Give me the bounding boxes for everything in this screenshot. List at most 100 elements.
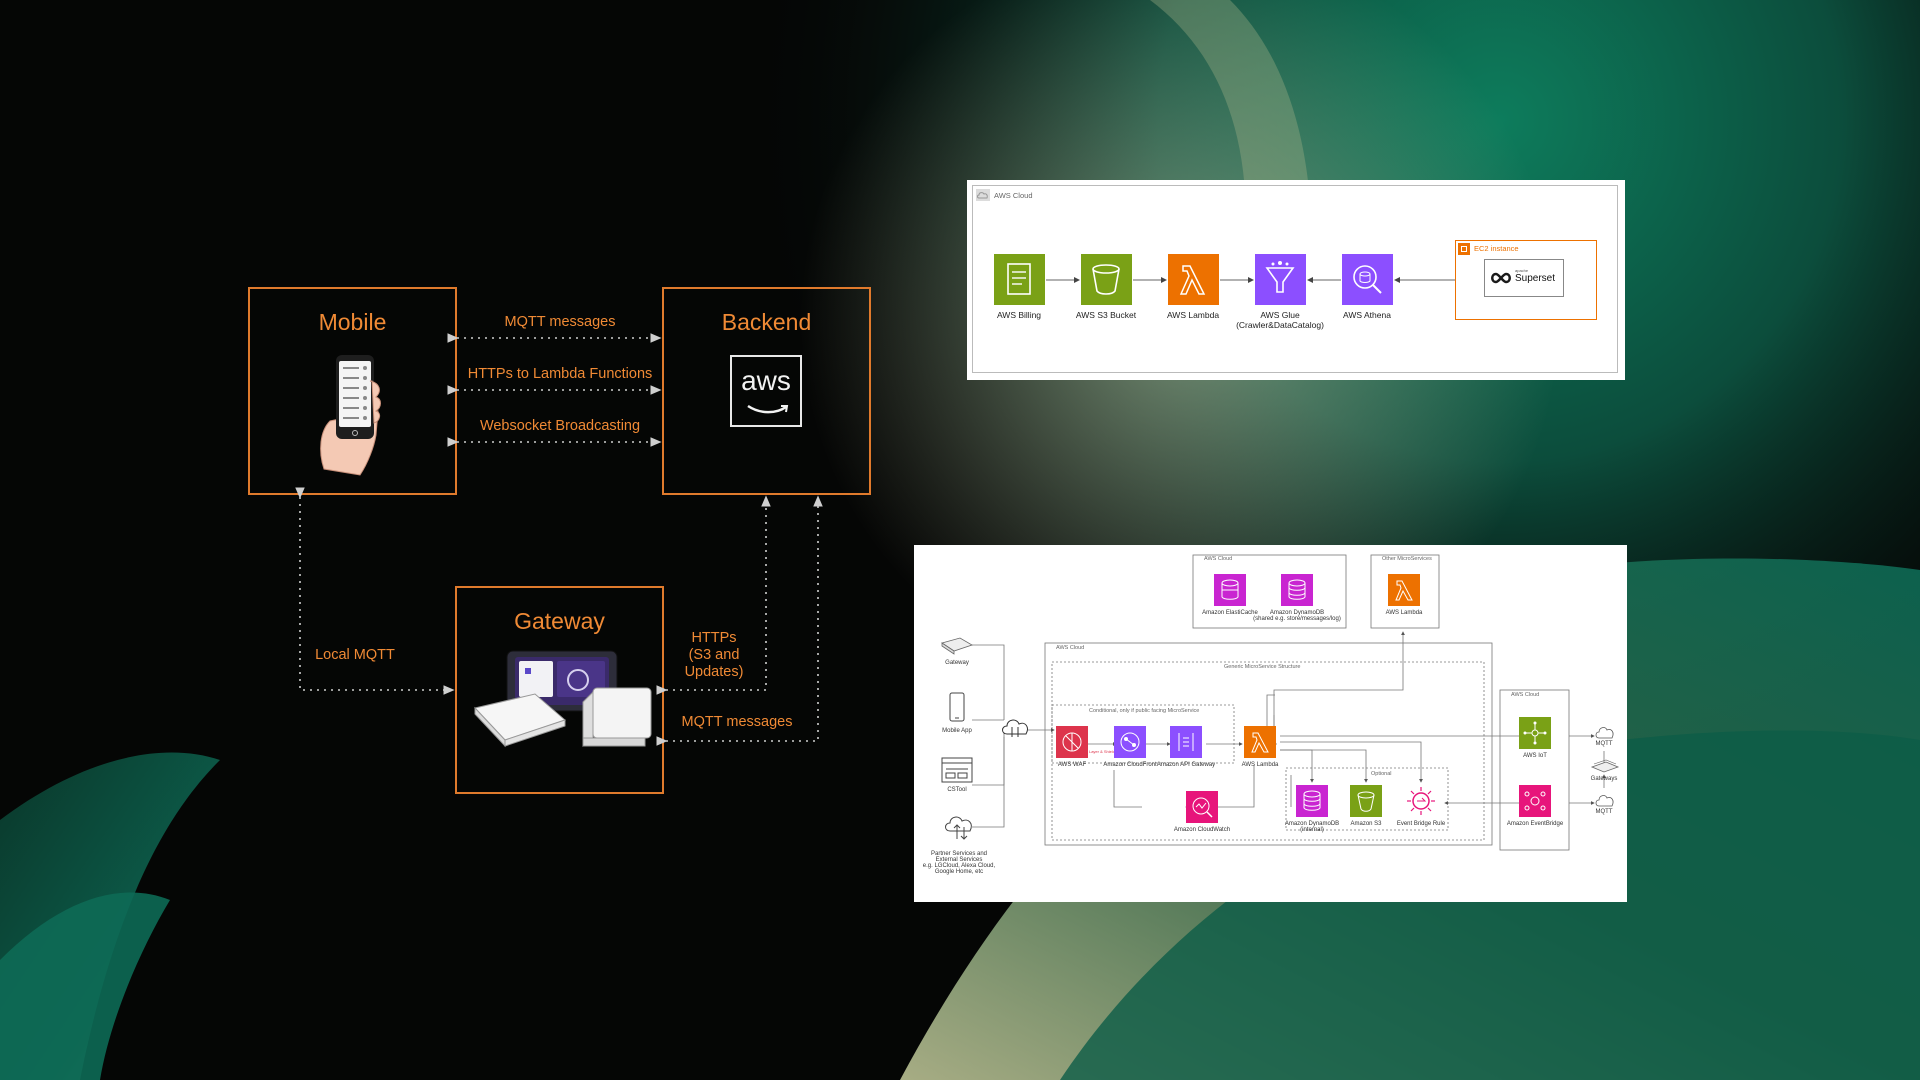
cloudwatch-icon: [1186, 791, 1218, 823]
gateway-device-icon: [941, 637, 973, 655]
dynamodb-shared-icon: [1281, 574, 1313, 606]
api-gateway-icon: [1170, 726, 1202, 758]
athena-label: AWS Athena: [1343, 310, 1391, 320]
s3-icon: [1350, 785, 1382, 817]
superset-text: Superset: [1515, 273, 1556, 284]
generic-structure-group: [1051, 661, 1485, 841]
dynamodb-internal-sublabel: (internal): [1300, 827, 1324, 833]
microservice-connectors: [972, 554, 1606, 851]
mobile-app-icon: [949, 692, 965, 722]
cloud-icon: [976, 189, 990, 201]
generic-structure-label: Generic MicroService Structure: [1224, 664, 1301, 670]
api-gateway-label: Amazon API Gateway: [1156, 762, 1216, 768]
lambda-main-label: AWS Lambda: [1241, 762, 1279, 768]
partner-label-3: e.g. LGCloud, Alexa Cloud,: [922, 863, 996, 869]
aws-logo-text: aws: [741, 365, 791, 396]
lambda-label: AWS Lambda: [1166, 310, 1220, 320]
lambda-other-label: AWS Lambda: [1385, 610, 1423, 616]
eventbridge-icon: [1519, 785, 1551, 817]
ec2-instance-label: EC2 instance: [1474, 244, 1519, 253]
optional-label: Optional: [1371, 771, 1392, 777]
microservice-diagram-panel: AWS Cloud Other MicroServices AWS Cloud …: [914, 545, 1627, 902]
edge-label-mqtt-messages: MQTT messages: [504, 314, 616, 330]
eventbridge-rule-icon: [1407, 787, 1435, 815]
eventbridge-rule-label: Event Bridge Rule: [1396, 821, 1446, 827]
other-microservices-group: [1370, 554, 1440, 629]
gateway-title: Gateway: [514, 608, 605, 634]
partner-label-2: External Services: [935, 857, 983, 863]
mobile-title: Mobile: [318, 309, 387, 335]
aws-cloud-group: AWS Cloud: [972, 185, 1618, 373]
s3-bucket-label: AWS S3 Bucket: [1075, 310, 1137, 320]
iot-icon: [1519, 717, 1551, 749]
aws-cloud-right-label: AWS Cloud: [1511, 692, 1540, 698]
superset-logo-icon: [1491, 272, 1511, 284]
mqtt-cloud-bottom-icon: [1595, 795, 1614, 807]
iot-label: AWS IoT: [1523, 753, 1547, 759]
eventbridge-label: Amazon EventBridge: [1506, 821, 1564, 827]
waf-icon: [1056, 726, 1088, 758]
conditional-label: Conditional, only if public facing Micro…: [1089, 708, 1200, 714]
edge-label-websocket: Websocket Broadcasting: [479, 418, 641, 434]
billing-icon: [994, 254, 1045, 305]
gateways-icon: [1590, 759, 1620, 773]
mqtt-top-label: MQTT: [1595, 741, 1613, 747]
dynamodb-internal-icon: [1296, 785, 1328, 817]
aws-cloud-group-label: AWS Cloud: [994, 191, 1033, 200]
lambda-main-icon: [1244, 726, 1276, 758]
client-gateway-label: Gateway: [945, 660, 969, 666]
ec2-icon: [1458, 243, 1470, 255]
client-mobile-app-label: Mobile App: [942, 728, 972, 734]
elasticache-icon: [1214, 574, 1246, 606]
lambda-other-icon: [1388, 574, 1420, 606]
dynamodb-internal-label: Amazon DynamoDB: [1284, 821, 1340, 827]
mobile-node: Mobile: [248, 287, 457, 495]
waf-block-label: Layer & Shield: [1088, 749, 1115, 754]
gateways-label: Gateways: [1590, 776, 1618, 782]
edge-mobile-gateway-local-mqtt: [295, 487, 455, 695]
glue-sublabel: (Crawler&DataCatalog): [1236, 320, 1324, 330]
edge-label-local-mqtt: Local MQTT: [315, 647, 395, 663]
superset-app: apache Superset: [1484, 259, 1564, 297]
backend-node: Backend aws: [662, 287, 871, 495]
edge-label-gateway-mqtt: MQTT messages: [681, 714, 793, 730]
waf-label: AWS WAF: [1057, 762, 1087, 768]
cloudwatch-label: Amazon CloudWatch: [1173, 827, 1231, 833]
edge-gateway-backend-mqtt: [656, 495, 823, 746]
billing-flow-arrows: [1046, 277, 1455, 283]
billing-service-label: AWS Billing: [996, 310, 1042, 320]
dynamodb-shared-label: Amazon DynamoDB: [1269, 610, 1325, 616]
partner-label-4: Google Home, etc: [934, 869, 984, 875]
internet-cloud-icon: [1002, 719, 1028, 737]
partner-cloud-icon: [945, 816, 972, 840]
dynamodb-shared-sublabel: (shared e.g. store/messages/log): [1253, 616, 1341, 622]
s3-bucket-icon: [1081, 254, 1132, 305]
aws-cloud-top-label: AWS Cloud: [1204, 556, 1233, 562]
client-cstool-label: CSTool: [947, 787, 967, 793]
cloudfront-label: Amazon CloudFront: [1103, 762, 1157, 768]
athena-icon: [1342, 254, 1393, 305]
gateway-devices-icon: [474, 650, 652, 748]
lambda-icon: [1168, 254, 1219, 305]
aws-cloud-right-group: [1499, 689, 1570, 851]
s3-label: Amazon S3: [1350, 821, 1382, 827]
aws-cloud-main-group: [1044, 642, 1493, 846]
glue-icon: [1255, 254, 1306, 305]
aws-logo-icon: aws: [730, 355, 802, 427]
mqtt-bottom-label: MQTT: [1595, 809, 1613, 815]
smartphone-hand-icon: [320, 355, 381, 476]
edge-label-https-lambda: HTTPs to Lambda Functions: [467, 366, 653, 382]
aws-cloud-main-label: AWS Cloud: [1056, 645, 1085, 651]
cstool-icon: [941, 757, 973, 783]
superset-prefix: apache: [1515, 268, 1529, 273]
billing-diagram-panel: AWS Cloud AWS Billing AWS S3 Bucket AWS …: [967, 180, 1625, 380]
gateway-node: Gateway: [455, 586, 664, 794]
optional-group: [1285, 767, 1449, 831]
elasticache-label: Amazon ElastiCache: [1202, 610, 1258, 616]
mqtt-cloud-top-icon: [1595, 727, 1614, 739]
partner-label-1: Partner Services and: [930, 851, 988, 857]
backend-title: Backend: [721, 309, 812, 335]
aws-cloud-top-group: [1192, 554, 1347, 629]
